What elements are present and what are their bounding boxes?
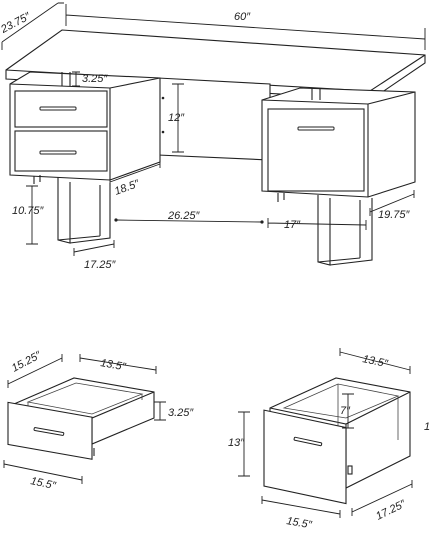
drawer-dimension-labels: 15.25″ 13.5″ 3.25″ 15.5″ [10, 349, 195, 493]
label-knee-width: 26.25″ [167, 210, 201, 222]
label-right-cabinet-width: 17″ [284, 219, 301, 231]
right-file-drawer-handle [297, 126, 335, 131]
label-file-depth: 17.25″ [374, 498, 408, 523]
label-leg-height: 10.75″ [12, 205, 45, 217]
arrowheads [114, 218, 264, 224]
right-leg-frame [317, 195, 373, 266]
label-desk-depth: 23.75″ [0, 10, 33, 36]
label-file-inner-height: 7″ [340, 405, 351, 417]
label-drawer-width: 15.5″ [29, 475, 57, 492]
label-top-gap: 3.25″ [82, 73, 108, 85]
desk-illustration [5, 29, 426, 266]
label-modesty-height: 12″ [168, 112, 185, 124]
file-drawer-dimension-lines [238, 348, 413, 518]
file-drawer-handle [293, 436, 323, 447]
right-file-drawer [267, 108, 365, 192]
desk-dimension-lines [1, 2, 426, 256]
label-right-cabinet-depth: 19.75″ [378, 209, 411, 221]
label-cabinet-depth-left: 18.5″ [113, 178, 142, 198]
left-upper-drawer-handle [39, 106, 77, 111]
drawer-illustration [7, 377, 155, 460]
label-file-width: 15.5″ [285, 515, 313, 531]
drawer-handle [33, 427, 65, 436]
label-file-right-partial: 1 [424, 421, 430, 433]
label-file-height: 13″ [228, 437, 245, 449]
left-leg-frame [57, 177, 111, 244]
file-drawer-illustration [263, 377, 411, 505]
label-drawer-inner-width: 13.5″ [99, 357, 127, 373]
label-desk-width: 60″ [234, 11, 251, 23]
left-lower-drawer-handle [39, 150, 77, 155]
label-drawer-height: 3.25″ [168, 407, 194, 419]
label-file-inner-width: 13.5″ [361, 353, 389, 370]
drawer-dimension-lines [3, 354, 166, 484]
label-drawer-depth: 15.25″ [10, 349, 44, 375]
file-drawer-front [263, 409, 347, 505]
label-leg-depth: 17.25″ [84, 259, 117, 271]
